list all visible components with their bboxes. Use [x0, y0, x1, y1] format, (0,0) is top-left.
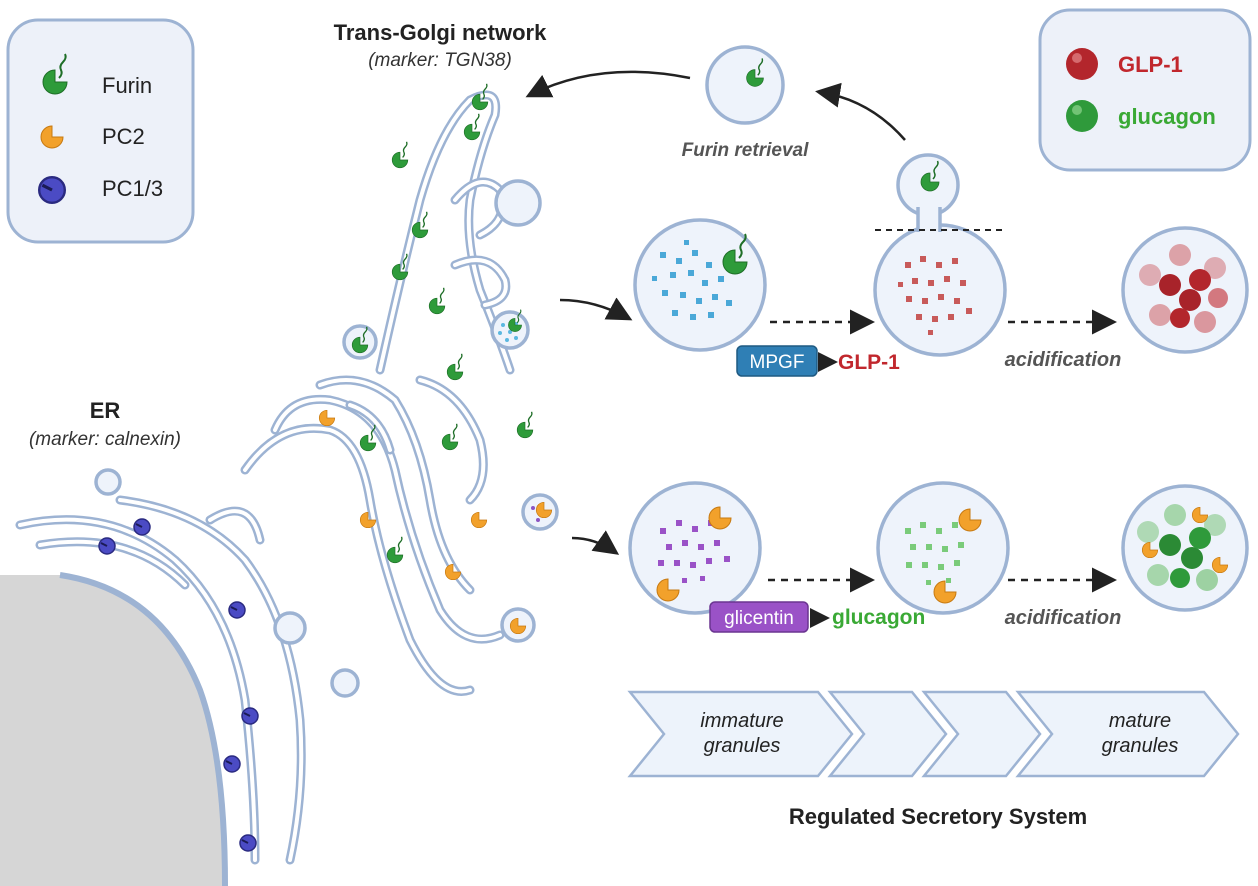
glicentin-box	[709, 601, 809, 633]
system-title: Regulated Secretory System	[789, 804, 1087, 829]
glicentin-label: glicentin	[724, 608, 794, 629]
glp1-legend-label: GLP-1	[1118, 52, 1183, 77]
bottom-immature-granule	[628, 481, 762, 615]
top-step-label: acidification	[1005, 349, 1122, 371]
bottom-green-cargo	[905, 522, 964, 585]
peptide-legend: GLP-1 glucagon	[1038, 8, 1252, 172]
furin-legend-label: Furin	[102, 73, 152, 98]
mature-glp1-granule	[1121, 226, 1249, 354]
retrieval-arrow-from-bud	[815, 82, 906, 141]
pc13-legend-icon	[37, 175, 67, 205]
top-entry-arrow	[559, 297, 633, 321]
bottom-step-label: acidification	[1005, 607, 1122, 629]
top-red-cargo	[898, 256, 972, 335]
glucagon-legend-label: glucagon	[1118, 104, 1216, 129]
maturation-chevrons	[627, 690, 1240, 778]
retrieval-arrow-to-tgn	[525, 70, 691, 98]
golgi-apparatus	[240, 375, 505, 696]
budding-granule	[873, 153, 1007, 357]
retrieval-vesicle	[705, 45, 785, 125]
glp1-legend-dot	[1066, 48, 1098, 80]
nucleus	[0, 575, 225, 886]
furin-retrieval-label: Furin retrieval	[682, 140, 809, 161]
enzyme-legend: Furin PC2 PC1/3	[6, 18, 195, 244]
mpgf-box	[736, 345, 818, 377]
bottom-entry-arrow	[571, 530, 620, 555]
tgn-title: Trans-Golgi network	[334, 20, 547, 45]
endoplasmic-reticulum	[15, 468, 360, 865]
top-blue-cargo	[652, 240, 732, 320]
er-title: ER	[90, 398, 121, 423]
glucagon-legend-dot	[1066, 100, 1098, 132]
er-marker: (marker: calnexin)	[29, 429, 181, 450]
pc13-legend-label: PC1/3	[102, 176, 163, 201]
mpgf-label: MPGF	[750, 352, 805, 373]
top-product-label: GLP-1	[838, 351, 900, 374]
pc2-legend-label: PC2	[102, 124, 145, 149]
mature-glucagon-granule	[1121, 484, 1249, 612]
bottom-product-label: glucagon	[832, 606, 925, 629]
tgn-marker: (marker: TGN38)	[368, 50, 512, 71]
